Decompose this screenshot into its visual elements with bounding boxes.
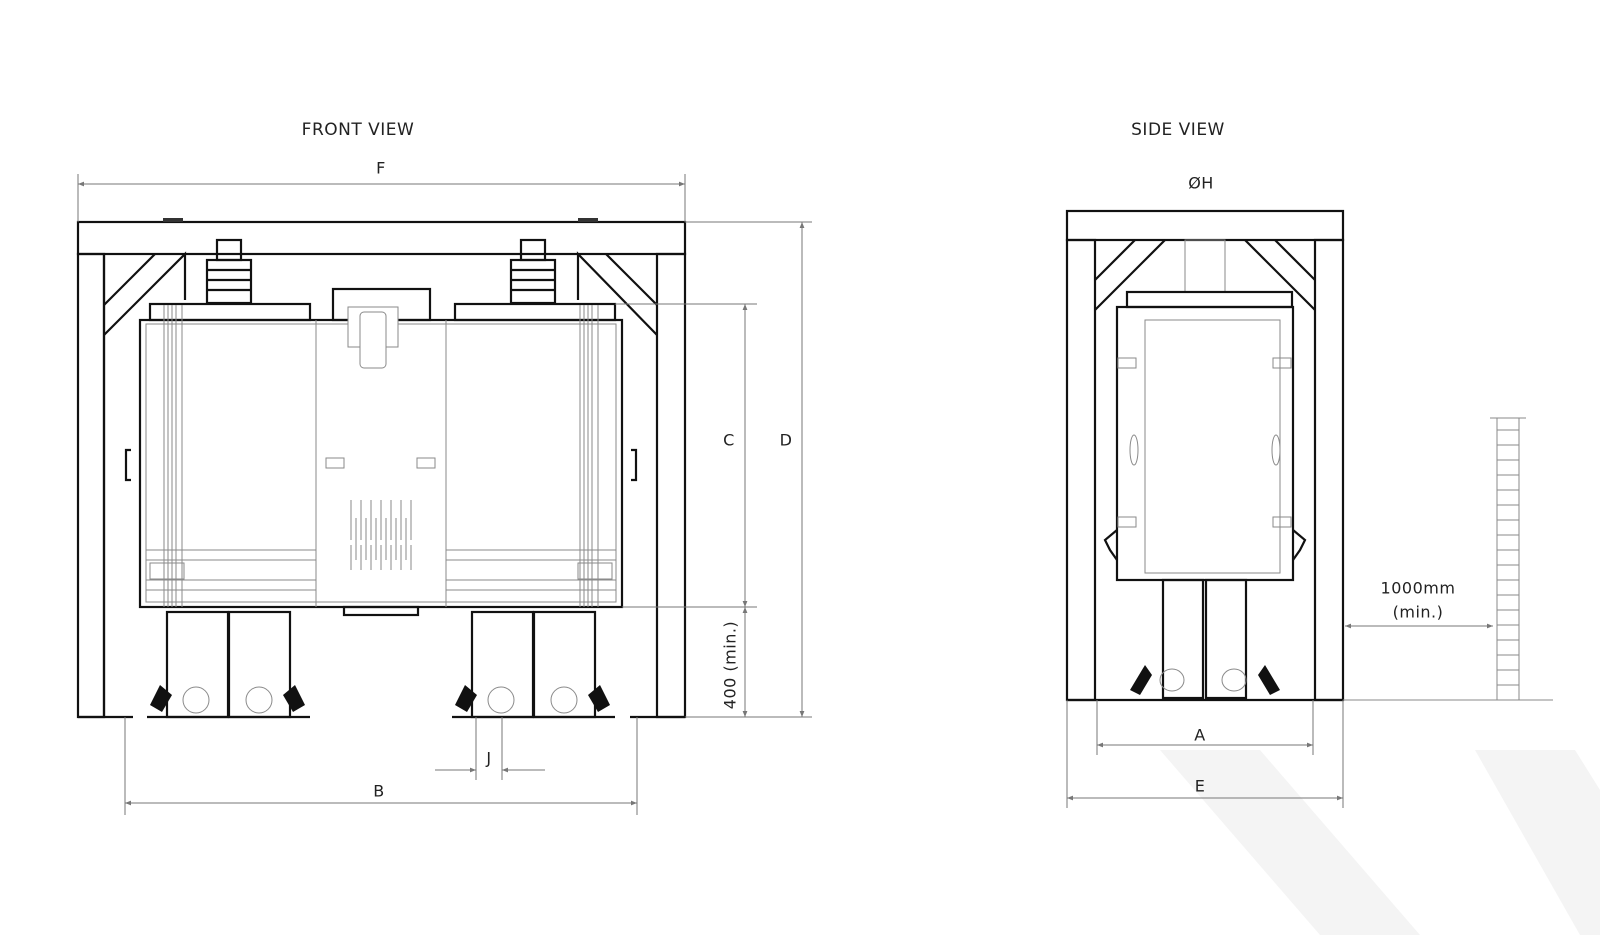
side-view-machine-body	[1103, 290, 1307, 700]
dimension-f-label: F	[376, 158, 386, 178]
wall-distance-label: 1000mm	[1380, 578, 1456, 598]
front-view-title: FRONT VIEW	[301, 120, 415, 140]
dimension-b-label: B	[373, 781, 385, 801]
front-view-dimension-lines	[77, 174, 812, 815]
dimension-c-label: C	[723, 430, 735, 450]
minimum-clearance-label: 400 (min.)	[720, 620, 740, 710]
side-view-title: SIDE VIEW	[1131, 120, 1225, 140]
front-view-machine-body	[124, 287, 638, 617]
dimension-h-label: ØH	[1188, 173, 1214, 193]
side-view-wall	[1343, 417, 1553, 701]
side-view-frame	[1065, 209, 1345, 702]
wall-distance-min-label: (min.)	[1392, 602, 1444, 622]
front-view-frame	[76, 218, 687, 719]
dimension-a-label: A	[1194, 725, 1206, 745]
front-view-springs	[205, 238, 557, 305]
side-view-dimension-lines	[1066, 623, 1493, 808]
front-view-outlets	[147, 610, 615, 719]
dimension-d-label: D	[779, 430, 793, 450]
dimension-e-label: E	[1194, 776, 1206, 796]
dimension-j-label: J	[486, 748, 492, 768]
background-watermark	[1160, 750, 1600, 935]
